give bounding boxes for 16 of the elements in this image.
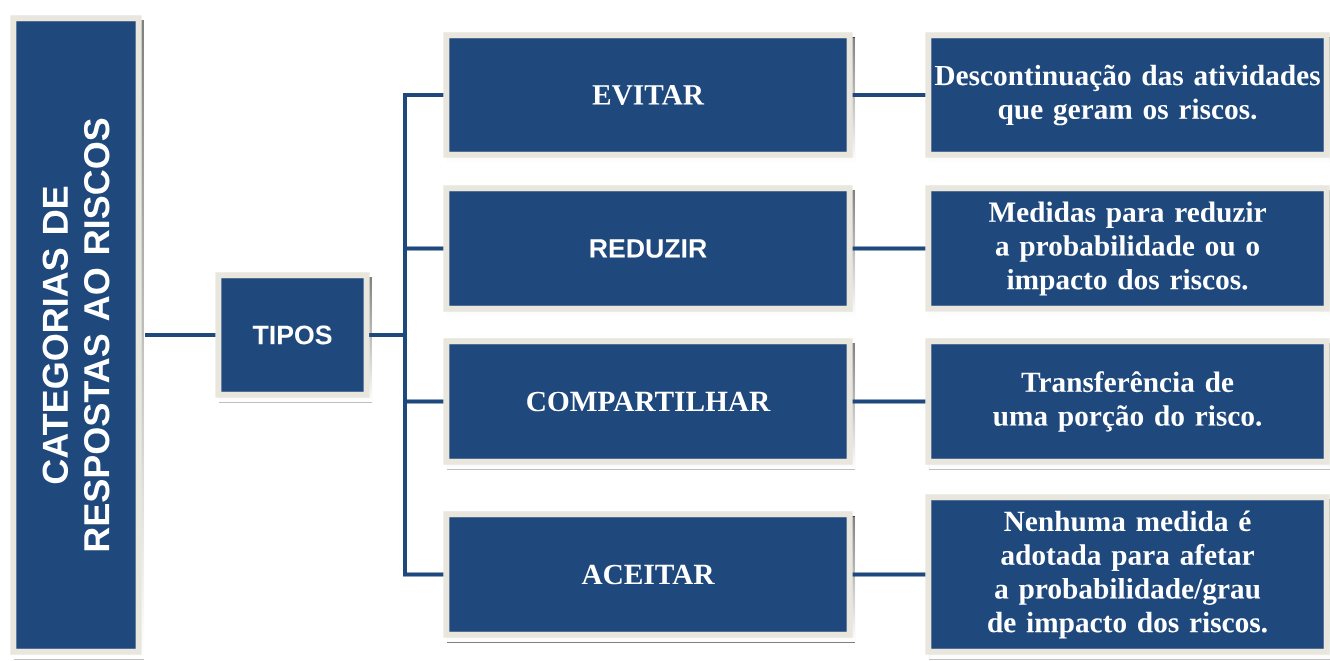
description-box: Nenhuma medida é adotada para afetar a probabilidade/grau de impacto dos riscos.: [925, 494, 1330, 660]
connector-line: [369, 333, 444, 577]
title-bar: CATEGORIAS DE RESPOSTAS AO RISCOS: [10, 15, 144, 660]
type-box: REDUZIR: [443, 185, 855, 317]
type-box: ACEITAR: [443, 511, 855, 643]
connector-line: [852, 572, 926, 577]
description-box: Transferência de uma porção do risco.: [925, 338, 1330, 470]
description-box: Medidas para reduzir a probabilidade ou o impacto dos riscos.: [925, 185, 1330, 317]
connector-line: [852, 399, 926, 404]
connector-line: [852, 93, 926, 97]
connector-line: [145, 333, 216, 337]
type-box: EVITAR: [443, 32, 855, 163]
category-box: TIPOS: [215, 272, 372, 403]
description-box: Descontinuação das atividades que geram os riscos.: [925, 32, 1330, 163]
type-box: COMPARTILHAR: [443, 338, 855, 470]
connector-line: [852, 246, 926, 251]
